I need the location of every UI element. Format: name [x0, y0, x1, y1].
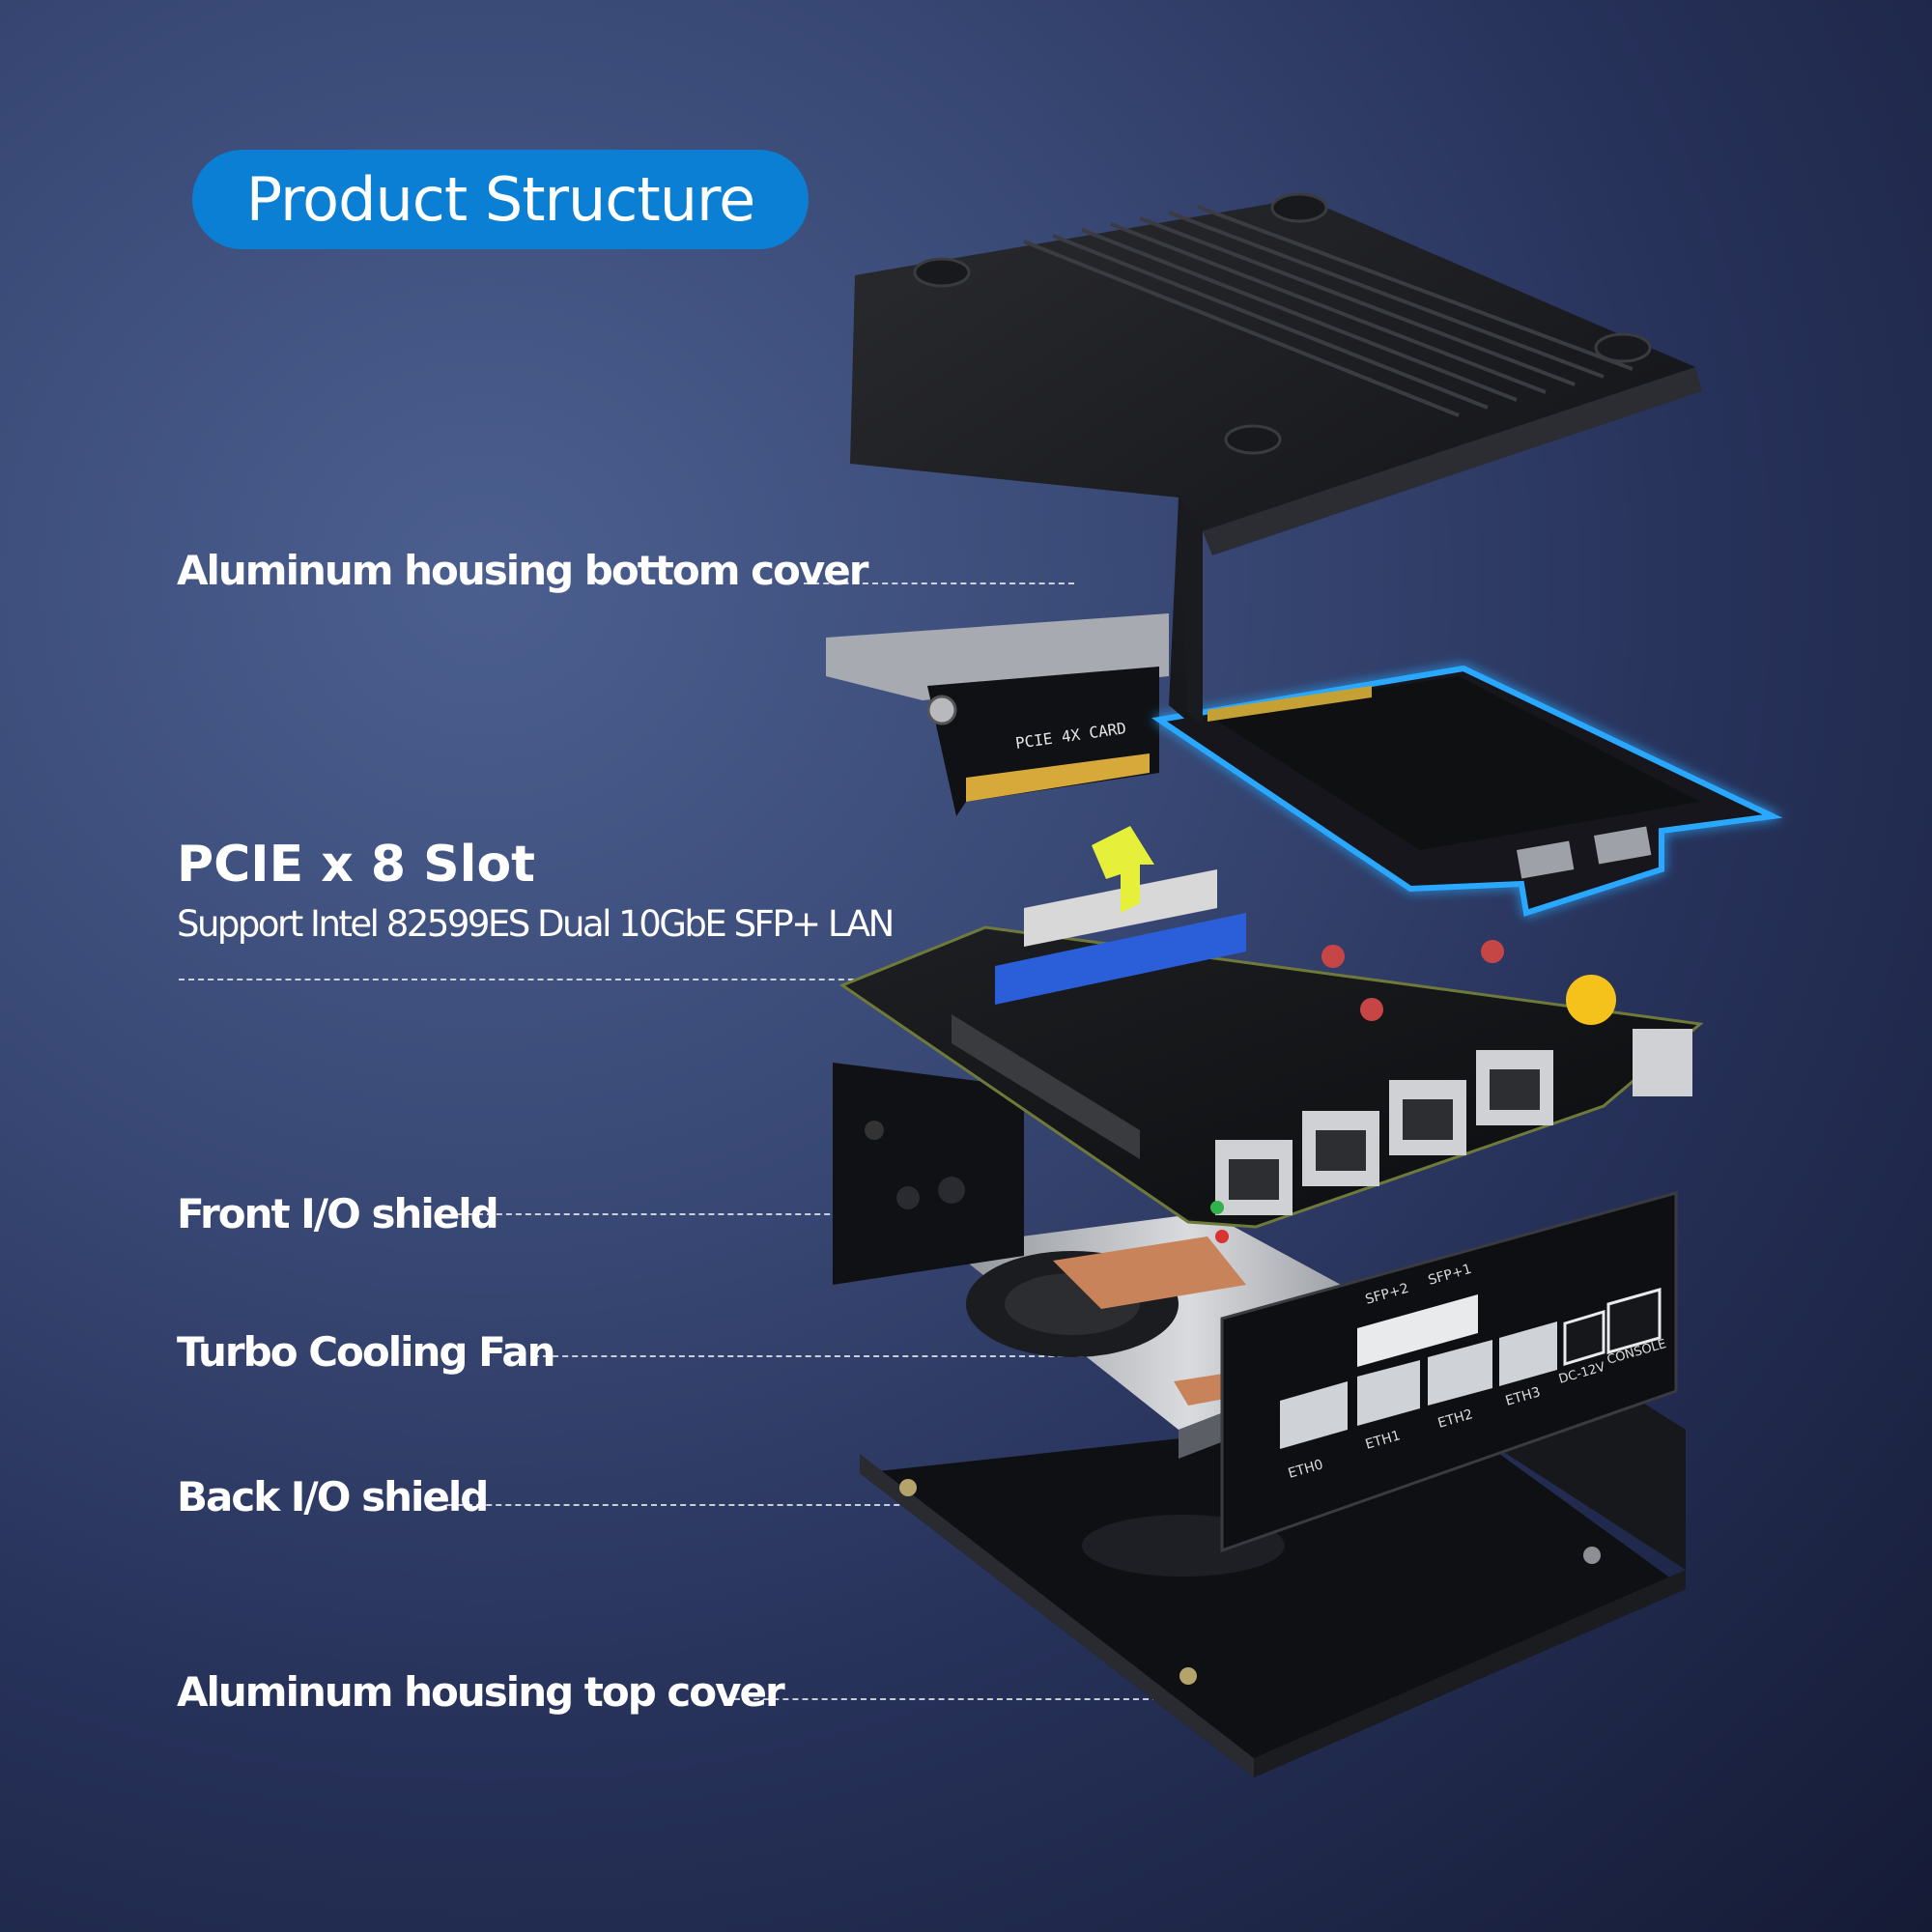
back-io-shield: ETH0 ETH1 ETH2 ETH3 SFP+1 SFP+2 DC-12V C… — [1220, 1191, 1678, 1553]
label-fan: Turbo Cooling Fan — [177, 1328, 556, 1376]
rj45-ports — [1215, 1029, 1692, 1215]
title-badge: Product Structure — [192, 150, 809, 249]
leader-back-io — [447, 1504, 1268, 1506]
leader-front-io — [458, 1213, 907, 1215]
heatsink-fins — [1023, 205, 1634, 417]
label-front-io: Front I/O shield — [177, 1190, 499, 1237]
up-arrow-icon — [1092, 826, 1154, 913]
label-pcie-slot: PCIE x 8 Slot — [177, 836, 536, 894]
leader-fan — [533, 1355, 1171, 1357]
leader-bottom-cover — [804, 582, 1074, 584]
label-bottom-cover: Aluminum housing bottom cover — [177, 547, 868, 594]
motherboard — [838, 826, 1704, 1243]
label-back-io: Back I/O shield — [177, 1473, 489, 1520]
leader-top-cover — [734, 1698, 1275, 1700]
cmos-battery — [1566, 975, 1616, 1025]
page-title: Product Structure — [245, 164, 756, 235]
label-top-cover: Aluminum housing top cover — [177, 1668, 785, 1716]
leader-pcie — [179, 979, 1116, 980]
front-io-shield — [833, 1063, 1024, 1285]
sfp-network-card — [1151, 665, 1783, 917]
label-pcie-sub: Support Intel 82599ES Dual 10GbE SFP+ LA… — [177, 903, 895, 945]
housing-bottom-cover — [850, 192, 1702, 734]
pcie-riser-card: PCIE 4X CARD — [826, 613, 1169, 816]
